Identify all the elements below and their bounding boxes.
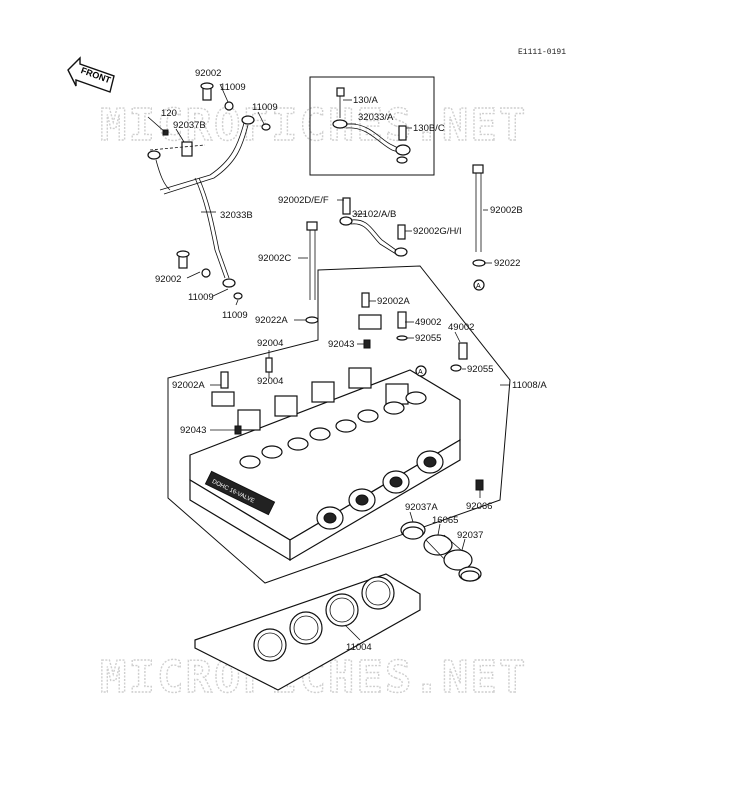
front-arrow-icon: FRONT: [67, 56, 115, 93]
stud-92002c: [305, 221, 319, 324]
head-gasket: [194, 573, 421, 691]
label-92043-a: 92043: [328, 339, 354, 350]
label-120: 120: [161, 108, 177, 119]
label-11009-c: 11009: [188, 292, 214, 303]
label-92002c: 92002C: [258, 253, 291, 264]
diagram-code: E1111-0191: [518, 48, 566, 57]
label-92004-a: 92004: [257, 338, 283, 349]
oil-pipe-32102: [339, 197, 408, 257]
label-92037b: 92037B: [173, 120, 206, 131]
label-92002-left: 92002: [155, 274, 181, 285]
oil-pipe-32033b: [147, 82, 271, 300]
marker-a-right: A: [476, 283, 481, 290]
label-92022: 92022: [494, 258, 520, 269]
label-92002b: 92002B: [490, 205, 523, 216]
label-16065: 16065: [432, 515, 458, 526]
small-parts: [211, 292, 484, 491]
marker-a-head: A: [418, 369, 423, 376]
cylinder-head-box: [167, 265, 511, 584]
label-32033b: 32033B: [220, 210, 253, 221]
label-130bc: 130B/C: [413, 123, 445, 134]
label-92002-top: 92002: [195, 68, 221, 79]
label-11009-b: 11009: [252, 102, 278, 113]
label-11009-a: 11009: [220, 82, 246, 93]
label-11008a: 11008/A: [512, 380, 547, 391]
label-32033a: 32033/A: [358, 112, 394, 123]
label-92043-b: 92043: [180, 425, 206, 436]
inset-box: [309, 76, 435, 176]
label-11004: 11004: [346, 642, 372, 653]
label-92002def: 92002D/E/F: [278, 195, 329, 206]
label-92022a: 92022A: [255, 315, 288, 326]
label-130a: 130/A: [353, 95, 378, 106]
label-92037a: 92037A: [405, 502, 438, 513]
label-32102ab: 32102/A/B: [352, 209, 396, 220]
label-92055-a: 92055: [415, 333, 441, 344]
label-92002a-left: 92002A: [172, 380, 205, 391]
intake-boot-group: [400, 521, 482, 582]
label-11009-d: 11009: [222, 310, 248, 321]
cylinder-head: DOHC 16-VALVE A: [189, 365, 461, 562]
label-92037: 92037: [457, 530, 483, 541]
label-49002-a: 49002: [415, 317, 441, 328]
label-92002ghi: 92002G/H/I: [413, 226, 462, 237]
stud-92002b: A: [472, 164, 486, 291]
label-92055-b: 92055: [467, 364, 493, 375]
watermark-top: MICROFICHES.NET: [100, 100, 527, 151]
label-92004-b: 92004: [257, 376, 283, 387]
label-92002a-top: 92002A: [377, 296, 410, 307]
leader-lines: [147, 83, 510, 641]
label-92066: 92066: [466, 501, 492, 512]
label-49002-b: 49002: [448, 322, 474, 333]
